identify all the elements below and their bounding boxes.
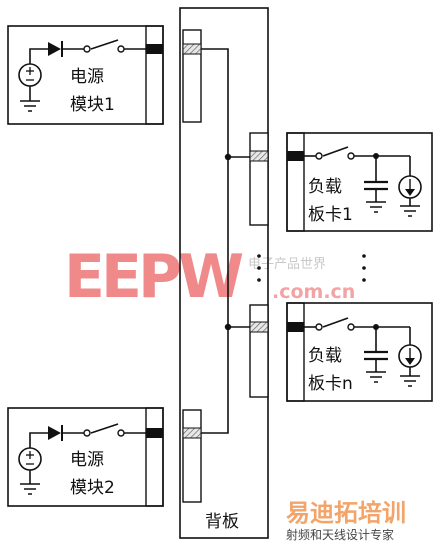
yidituo-slogan-text: 射频和天线设计专家 bbox=[286, 527, 394, 542]
backplane-connector-load-n bbox=[249, 304, 269, 398]
load-card-n-label-line2: 板卡n bbox=[308, 374, 353, 394]
capacitor-icon bbox=[364, 350, 388, 361]
switch-icon bbox=[315, 152, 323, 160]
load-card-1-label-line1: 负载 bbox=[308, 177, 342, 197]
eepw-cn-text: 电子产品世界 bbox=[248, 257, 326, 272]
backplane-connector-bottom bbox=[182, 409, 202, 503]
load-card-1-label-line2: 板卡1 bbox=[308, 205, 353, 225]
current-source-icon bbox=[398, 344, 422, 368]
ellipsis-dots bbox=[257, 254, 366, 282]
backplane-box bbox=[179, 7, 269, 539]
bus-junction-top bbox=[224, 153, 232, 161]
capacitor-icon bbox=[364, 180, 388, 191]
bus-junction-bottom bbox=[224, 323, 232, 331]
backplane-connector-top bbox=[182, 29, 202, 123]
power-module-2: 电源 模块2 bbox=[7, 407, 164, 507]
yidituo-logo-text: 易迪拓培训 bbox=[286, 499, 406, 527]
voltage-source-icon bbox=[18, 63, 42, 87]
backplane-label: 背板 bbox=[205, 512, 239, 532]
load-card-n-label-line1: 负载 bbox=[308, 346, 342, 366]
eepw-url-text: .com.cn bbox=[272, 281, 355, 303]
voltage-source-icon bbox=[18, 447, 42, 471]
ground-icon bbox=[20, 100, 40, 112]
power-module-1-label-line1: 电源 bbox=[70, 67, 104, 87]
backplane-connector-load-1 bbox=[249, 132, 269, 226]
power-module-2-label-line2: 模块2 bbox=[70, 478, 115, 498]
diode-icon bbox=[48, 42, 61, 56]
switch-icon bbox=[83, 45, 91, 53]
eepw-logo-text: EEPW bbox=[64, 242, 243, 312]
backplane-bus bbox=[201, 48, 250, 434]
power-module-1-label-line2: 模块1 bbox=[70, 95, 115, 115]
eepw-watermark: EEPW 电子产品世界 .com.cn bbox=[64, 242, 355, 312]
ground-icon bbox=[400, 375, 420, 387]
ground-icon bbox=[400, 205, 420, 217]
diode-icon bbox=[48, 426, 61, 440]
ground-icon bbox=[20, 483, 40, 495]
switch-icon bbox=[315, 323, 323, 331]
power-module-1: 电源 模块1 bbox=[7, 25, 164, 125]
power-module-2-label-line1: 电源 bbox=[70, 450, 104, 470]
yidituo-watermark: 易迪拓培训 射频和天线设计专家 bbox=[286, 499, 406, 542]
ground-icon bbox=[366, 201, 386, 213]
switch-icon bbox=[83, 429, 91, 437]
load-card-n: 负载 板卡n bbox=[286, 302, 433, 402]
ground-icon bbox=[366, 371, 386, 383]
current-source-icon bbox=[398, 175, 422, 199]
load-card-1: 负载 板卡1 bbox=[286, 132, 433, 232]
